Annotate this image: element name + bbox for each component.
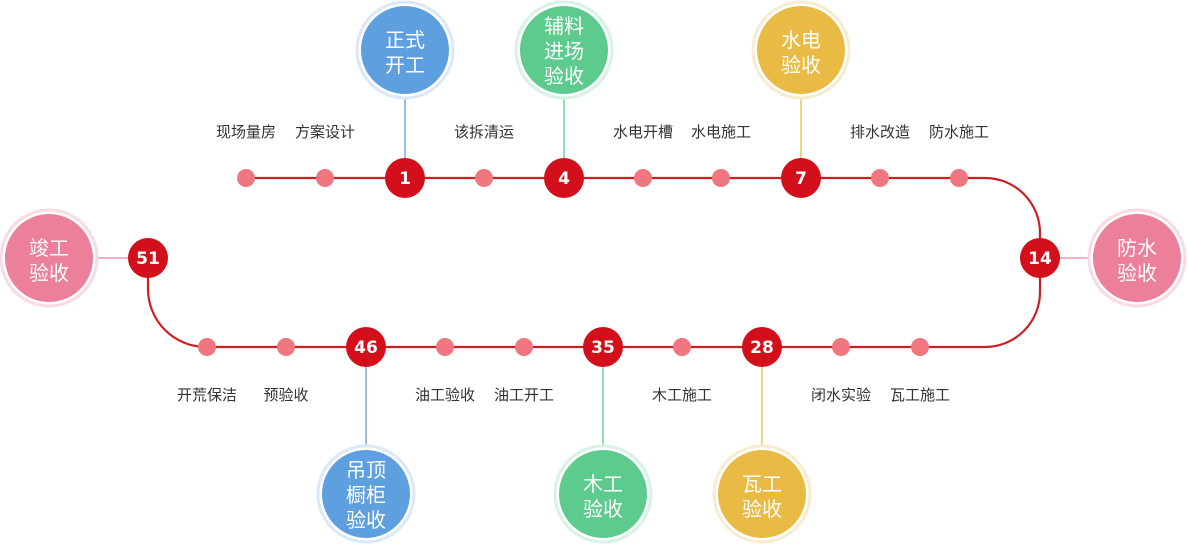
bubble-line: 验收 (781, 53, 821, 77)
bubble-line: 验收 (346, 508, 386, 532)
bubble-line: 瓦工 (742, 472, 782, 496)
connectors (97, 98, 1090, 446)
bubble-line: 竣工 (29, 236, 69, 260)
step-labels-bottom: 开荒保洁 预验收 油工验收 油工开工 木工施工 闭水实验 瓦工施工 (177, 386, 950, 404)
step-dot (316, 169, 334, 187)
milestone-number: 1 (399, 169, 411, 189)
step-dot (634, 169, 652, 187)
milestone-bubble-materials-acceptance: 辅料 进场 验收 (514, 0, 614, 100)
step-label: 预验收 (263, 386, 308, 404)
bubble-line: 验收 (544, 64, 584, 88)
milestone-marker-4: 4 (544, 158, 584, 198)
milestone-bubble-ceiling-cabinet-acceptance: 吊顶 橱柜 验收 (316, 444, 416, 544)
bubble-line: 验收 (583, 497, 623, 521)
milestone-number: 28 (750, 338, 774, 358)
step-label: 瓦工施工 (890, 386, 950, 404)
bubble-line: 水电 (781, 28, 821, 52)
step-dot (277, 338, 295, 356)
step-dot (237, 169, 255, 187)
milestone-bubble-tiling-acceptance: 瓦工 验收 (712, 444, 812, 544)
step-label: 该拆清运 (454, 123, 514, 141)
step-label: 现场量房 (216, 123, 276, 141)
step-label: 排水改造 (850, 123, 910, 141)
step-dot (198, 338, 216, 356)
step-dot (871, 169, 889, 187)
step-dot (436, 338, 454, 356)
step-label: 油工开工 (494, 386, 554, 404)
bubble-line: 防水 (1117, 236, 1157, 260)
step-dot (911, 338, 929, 356)
step-dots (198, 169, 968, 356)
timeline-track (146, 176, 1042, 349)
milestone-number: 4 (558, 169, 570, 189)
bubble-line: 橱柜 (346, 483, 386, 507)
milestone-bubble-start-work: 正式 开工 (355, 0, 455, 100)
milestone-marker-1: 1 (385, 158, 425, 198)
bubble-line: 验收 (742, 497, 782, 521)
step-dot (832, 338, 850, 356)
bubble-line: 吊顶 (346, 458, 386, 482)
milestone-marker-35: 35 (583, 327, 623, 367)
step-label: 防水施工 (929, 123, 989, 141)
milestone-number: 35 (591, 338, 615, 358)
milestone-number: 14 (1028, 249, 1052, 269)
step-label: 开荒保洁 (177, 386, 237, 404)
bubble-line: 辅料 (544, 14, 584, 38)
milestone-marker-7: 7 (781, 158, 821, 198)
milestone-bubble-carpentry-acceptance: 木工 验收 (553, 444, 653, 544)
step-label: 方案设计 (295, 123, 355, 141)
bubble-line: 正式 (385, 28, 425, 52)
milestone-bubble-plumbing-electric-acceptance: 水电 验收 (751, 0, 851, 100)
bubble-line: 开工 (385, 53, 425, 77)
milestone-bubble-completion-acceptance: 竣工 验收 (0, 208, 99, 308)
bubble-line: 木工 (583, 472, 623, 496)
step-dot (673, 338, 691, 356)
step-dot (712, 169, 730, 187)
milestone-marker-46: 46 (346, 327, 386, 367)
bubble-line: 进场 (544, 39, 584, 63)
milestone-marker-28: 28 (742, 327, 782, 367)
step-label: 木工施工 (652, 386, 712, 404)
milestone-number: 51 (136, 249, 160, 269)
step-label: 水电开槽 (613, 123, 673, 141)
step-dot (515, 338, 533, 356)
milestone-markers: 1 4 7 14 28 35 46 51 (128, 158, 1060, 367)
milestone-number: 7 (795, 169, 807, 189)
milestone-bubble-waterproof-acceptance: 防水 验收 (1087, 208, 1187, 308)
step-labels-top: 现场量房 方案设计 该拆清运 水电开槽 水电施工 排水改造 防水施工 (216, 123, 989, 141)
step-label: 水电施工 (691, 123, 751, 141)
milestone-marker-51: 51 (128, 238, 168, 278)
bubble-line: 验收 (29, 261, 69, 285)
step-label: 闭水实验 (811, 386, 871, 404)
bubble-line: 验收 (1117, 261, 1157, 285)
milestone-marker-14: 14 (1020, 238, 1060, 278)
milestone-number: 46 (354, 338, 378, 358)
step-dot (950, 169, 968, 187)
step-dot (475, 169, 493, 187)
step-label: 油工验收 (415, 386, 475, 404)
